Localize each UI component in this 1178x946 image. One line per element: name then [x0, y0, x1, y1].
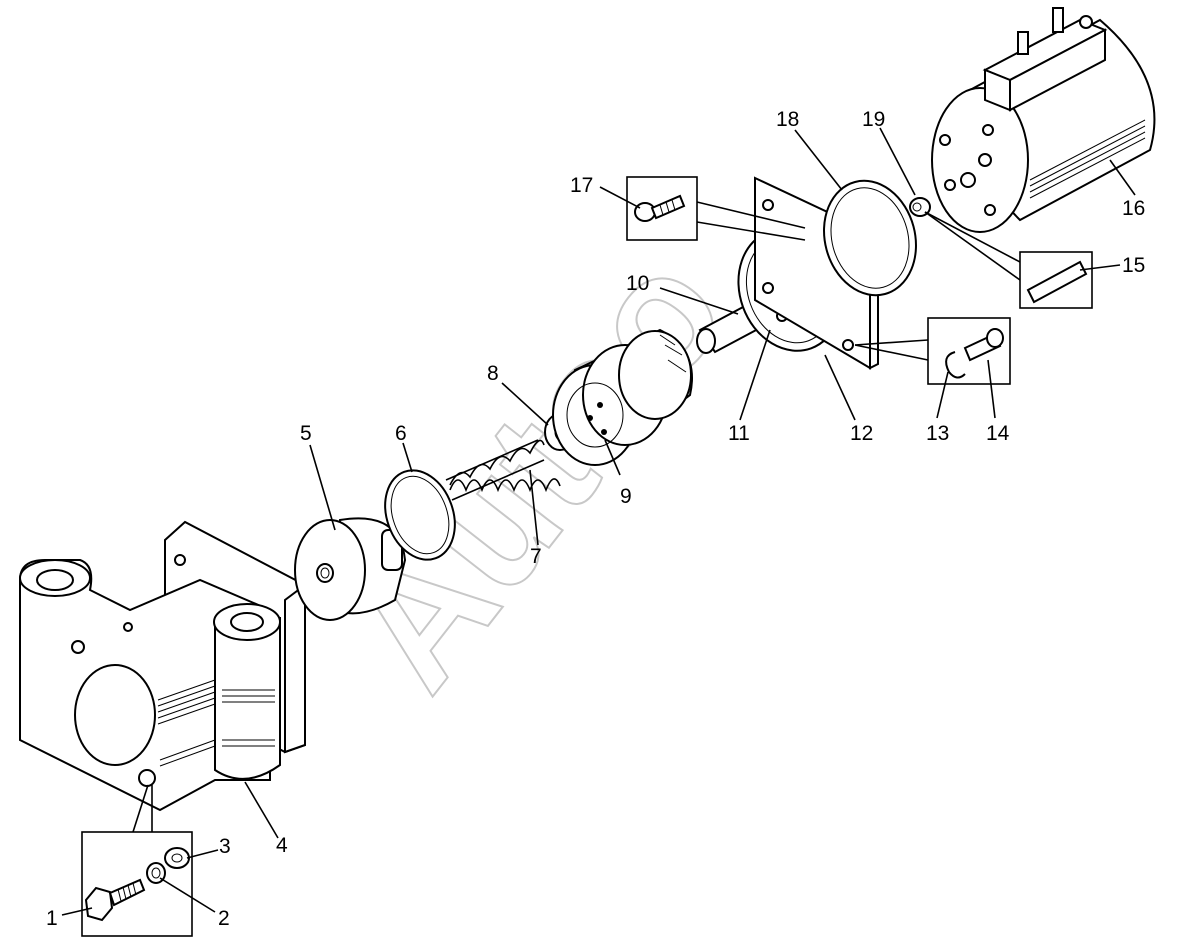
callout-8: 8 — [487, 362, 499, 385]
fastener-group-13-14-box — [854, 317, 1011, 385]
callout-15: 15 — [1122, 254, 1145, 277]
callout-10: 10 — [626, 272, 649, 295]
bolt-part-1 — [84, 878, 146, 922]
callout-16: 16 — [1122, 197, 1145, 220]
callout-5: 5 — [300, 422, 312, 445]
callout-2: 2 — [218, 907, 230, 930]
callout-9: 9 — [620, 485, 632, 508]
callout-11: 11 — [728, 422, 750, 445]
housing-bracket — [19, 520, 306, 812]
callout-19: 19 — [862, 108, 885, 131]
washer-part-3 — [164, 847, 190, 869]
callout-17: 17 — [570, 174, 593, 197]
callout-1: 1 — [46, 907, 58, 930]
screw-part-17-box — [626, 176, 806, 241]
o-ring-part-6 — [384, 469, 456, 561]
bushing-part-19 — [909, 197, 931, 217]
sleeve-part-5 — [294, 517, 407, 621]
callout-3: 3 — [219, 835, 231, 858]
pin-part-15-box — [924, 211, 1093, 309]
rotor-stack-part-9 — [552, 328, 693, 466]
callout-6: 6 — [395, 422, 407, 445]
leader-lines — [61, 127, 1136, 916]
callout-13: 13 — [926, 422, 949, 445]
callout-18: 18 — [776, 108, 799, 131]
callout-7: 7 — [530, 545, 542, 568]
callout-4: 4 — [276, 834, 288, 857]
watermark: Autoo — [309, 219, 761, 723]
gasket-part-18 — [823, 179, 917, 297]
spring-part-7 — [445, 439, 561, 501]
callout-14: 14 — [986, 422, 1010, 445]
fastener-group-box — [81, 784, 193, 937]
callout-labels: 1 2 3 4 5 6 7 8 9 10 11 12 13 14 15 16 1… — [46, 108, 1145, 930]
motor-housing-part-16 — [931, 7, 1156, 233]
callout-12: 12 — [850, 422, 873, 445]
